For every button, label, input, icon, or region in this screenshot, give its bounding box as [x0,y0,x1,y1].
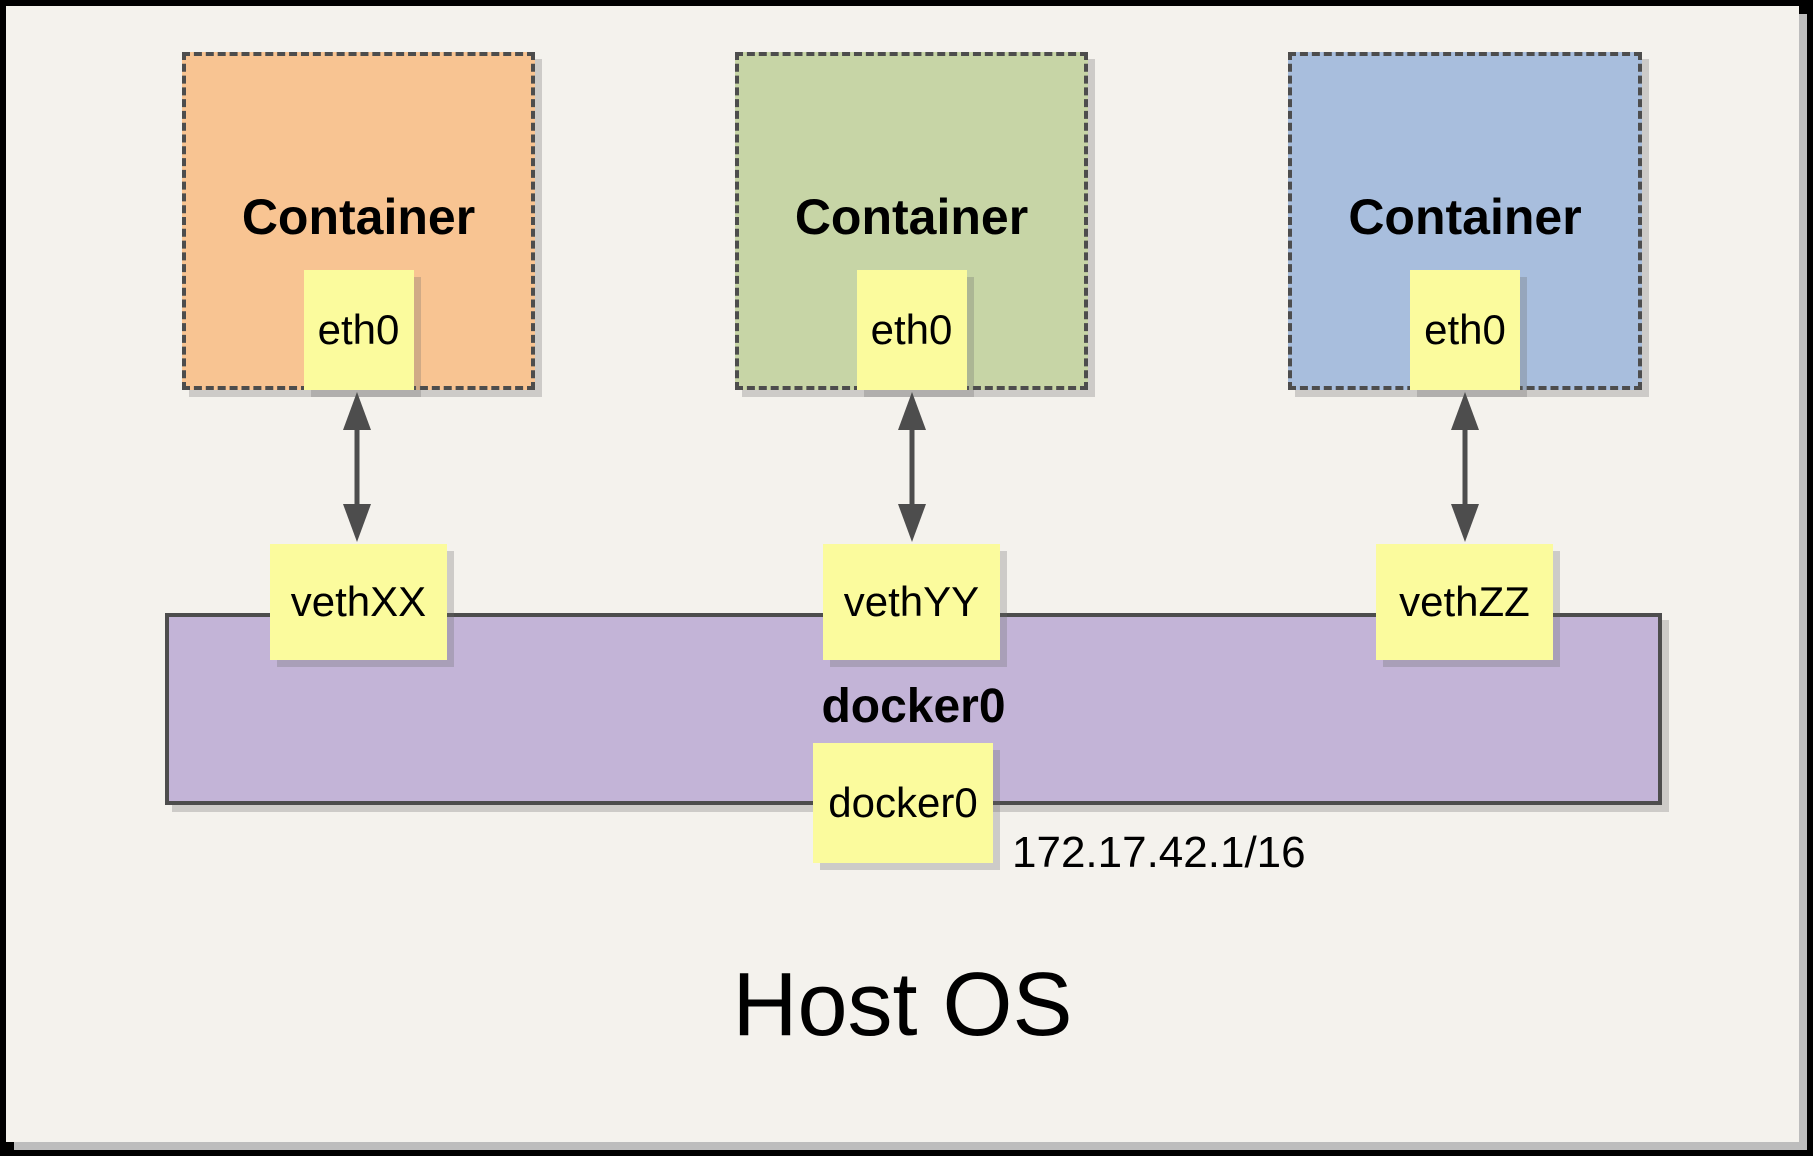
vethxx-label: vethXX [290,578,427,625]
eth0-interface-box: eth0 [303,270,414,390]
docker0-bridge-label: docker0 [821,680,1006,733]
veth-box-vethyy: vethYY [823,544,1000,660]
bidirectional-arrow-icon [343,392,371,542]
container-box-3: Container eth0 [1288,52,1642,390]
docker0-ip-address: 172.17.42.1/16 [1012,828,1306,877]
eth0-interface-box: eth0 [856,270,967,390]
host-os-panel: Container eth0 Container eth0 Container … [6,6,1799,1142]
docker0-interface-box: docker0 [813,743,993,863]
veth-box-vethxx: vethXX [270,544,447,660]
eth0-interface-box: eth0 [1410,270,1520,390]
container-title: Container [1348,189,1582,245]
eth0-label: eth0 [1424,306,1506,353]
container-box-2: Container eth0 [735,52,1088,390]
container-title: Container [794,189,1029,245]
bidirectional-arrow-icon [898,392,926,542]
eth0-label: eth0 [317,306,400,353]
host-os-label: Host OS [732,955,1073,1055]
eth0-label: eth0 [870,306,953,353]
bidirectional-arrow-icon [1451,392,1479,542]
veth-box-vethzz: vethZZ [1376,544,1553,660]
container-box-1: Container eth0 [182,52,535,390]
container-title: Container [241,189,476,245]
vethzz-label: vethZZ [1399,578,1530,625]
docker0-interface-label: docker0 [828,779,978,826]
vethyy-label: vethYY [843,578,980,625]
